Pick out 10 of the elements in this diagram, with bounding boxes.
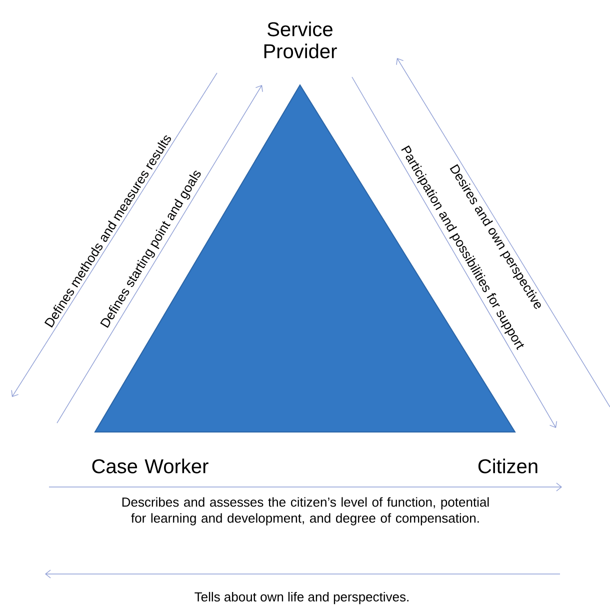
node-label: Service Provider	[264, 22, 337, 58]
node-label: Citizen	[478, 458, 538, 474]
arrow	[48, 482, 562, 492]
arrow	[56, 85, 263, 424]
arrow	[11, 72, 218, 397]
arrow	[396, 58, 610, 408]
edge-label: Describes and assesses the citizen’s level of function, potential for learning and development, and degree of compensation.	[122, 497, 489, 526]
note-text: Tells about own life and perspectives.	[194, 592, 408, 604]
arrow	[352, 76, 558, 428]
node-label: Case Worker	[92, 458, 208, 474]
